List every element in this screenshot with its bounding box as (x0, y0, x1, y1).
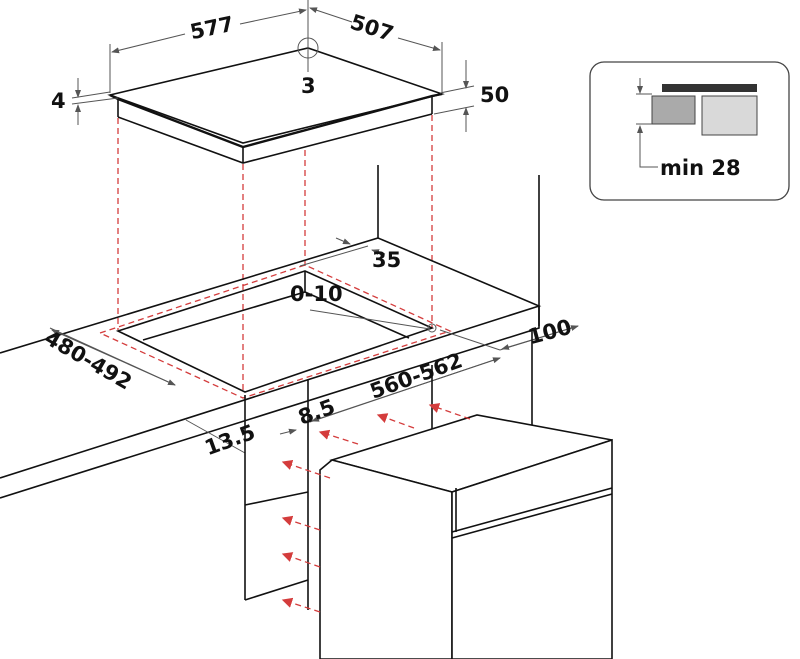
oven (319, 414, 613, 659)
corner-detail-label: 3 (301, 74, 316, 98)
cabinet (244, 330, 533, 610)
wall-lines (377, 165, 540, 326)
inset-detail (589, 61, 790, 201)
glass-thickness-label: 4 (51, 89, 66, 113)
alignment-guides (99, 115, 452, 399)
cutout-offset-label: 0-10 (290, 282, 343, 306)
cutout-dimension-lines (49, 237, 579, 454)
back-margin-label: 35 (372, 248, 402, 272)
hob (107, 37, 445, 164)
hob-dimension-lines (71, 0, 475, 132)
ventilation-arrows (281, 403, 471, 613)
countertop (0, 237, 542, 499)
inset-min-label: min 28 (660, 156, 741, 180)
hob-height-label: 50 (480, 83, 510, 107)
